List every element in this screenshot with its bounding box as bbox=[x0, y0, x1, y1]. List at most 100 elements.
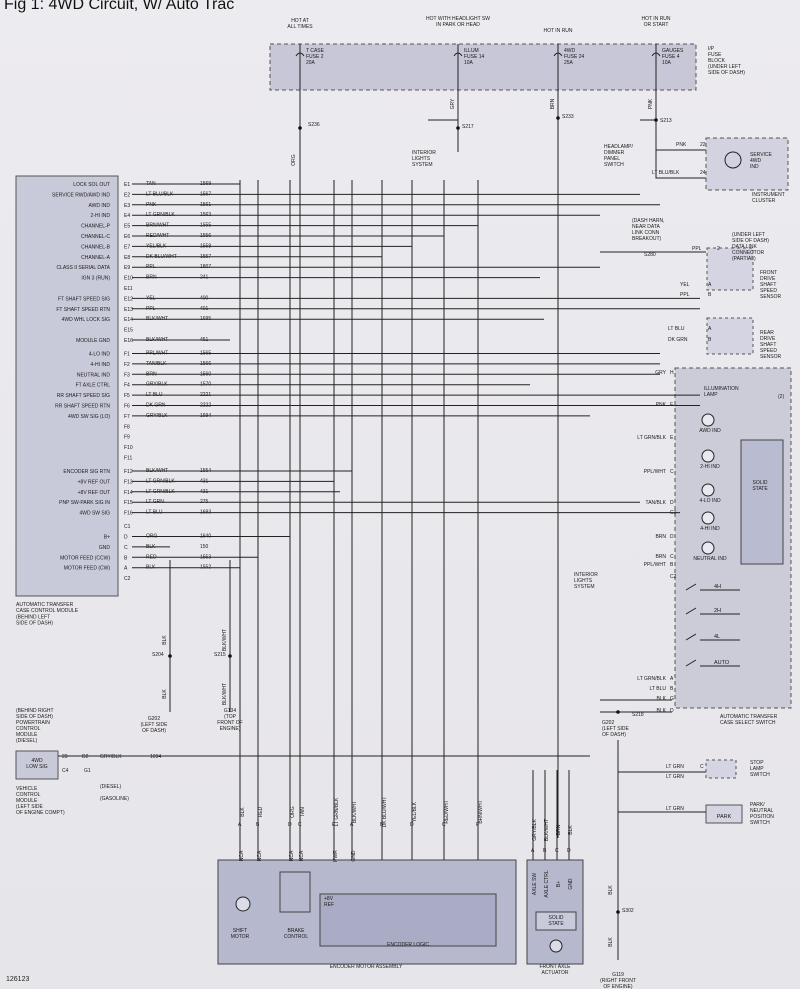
tccm-function-label: SERVICE RWD/AWD IND bbox=[52, 192, 110, 198]
tccm-pin: E11 bbox=[124, 286, 133, 292]
illum-lamp-label: LAMP bbox=[704, 392, 718, 398]
solid-state-label: SOLID bbox=[752, 480, 767, 486]
tccm-pin: E10 bbox=[124, 276, 133, 282]
splice-label: S215 bbox=[214, 652, 226, 658]
switch-pin: H bbox=[670, 370, 674, 376]
encoder-wire-color: YEL/BLK bbox=[412, 801, 418, 822]
encoder-wire-color: TAN bbox=[300, 807, 306, 817]
ground-label: OF ENGINE) bbox=[603, 984, 633, 989]
tccm-pin: E3 bbox=[124, 203, 130, 209]
front-sensor-label: SHAFT bbox=[760, 282, 776, 288]
brake-label: CONTROL bbox=[284, 934, 309, 940]
actuator-solid-state bbox=[535, 911, 577, 931]
pcm-wire-color: GRY/BLK bbox=[100, 754, 122, 760]
fuse-label: FUSE 2 bbox=[306, 54, 324, 60]
vcm-label: VEHICLE bbox=[16, 786, 38, 792]
nca-label: NCA bbox=[289, 850, 295, 861]
fuse-block-label: BLOCK bbox=[708, 58, 726, 64]
ground-label: G202 bbox=[148, 716, 160, 722]
mode-label: 4L bbox=[714, 634, 720, 640]
ground-label: G134 bbox=[224, 708, 236, 714]
switch-wire-color: BLK bbox=[657, 696, 667, 702]
dlc-note: (DASH HARN, bbox=[632, 218, 665, 224]
branch-color: BLK bbox=[608, 937, 614, 947]
tccm-function-label: CHANNEL-P bbox=[81, 224, 111, 230]
front-speed-sensor bbox=[706, 247, 754, 291]
dlc-label: DATA LINK bbox=[732, 244, 757, 250]
actuator-pin-text: GND bbox=[568, 878, 574, 890]
fuse-label: 20A bbox=[306, 60, 316, 66]
cluster-caption: CLUSTER bbox=[752, 198, 776, 204]
stop-lamp-wire-color: LT GRN bbox=[666, 764, 684, 770]
switch-wire-color: BRN bbox=[655, 554, 666, 560]
cluster-indicator-label: SERVICE bbox=[750, 152, 773, 158]
splice-dot bbox=[654, 118, 658, 122]
tccm-function-label: MOTOR FEED (CW) bbox=[64, 566, 111, 572]
sensor-wire-color: DK GRN bbox=[668, 337, 688, 343]
switch-pin: B bbox=[670, 562, 674, 568]
pcm-pin: G1 bbox=[84, 768, 91, 774]
headlamp-switch-label: PANEL bbox=[604, 156, 620, 162]
sensor-pin: B bbox=[708, 337, 712, 343]
pcm-box-label: LOW SIG bbox=[26, 764, 48, 770]
stop-lamp-wire-color: LT GRN bbox=[666, 774, 684, 780]
ground-label: (TOP bbox=[224, 714, 237, 720]
switch-pin: G bbox=[670, 696, 674, 702]
splice-label: S302 bbox=[622, 908, 634, 914]
interior-lights-label: SYSTEM bbox=[412, 162, 433, 168]
illum-lamp-label: ILLUMINATION bbox=[704, 386, 739, 392]
pcm-pin: 23 bbox=[62, 754, 68, 760]
tccm-pin: F12 bbox=[124, 469, 133, 475]
tccm-pin: E13 bbox=[124, 307, 133, 313]
pcm-note: (BEHIND RIGHT bbox=[16, 708, 54, 714]
dlc-note: NEAR DATA bbox=[632, 224, 661, 230]
tccm-pin: E1 bbox=[124, 182, 130, 188]
dlc-label: CONNECTOR bbox=[732, 250, 765, 256]
tccm-function-label: MODULE GND bbox=[76, 338, 110, 344]
branch-color: BLK/WHT bbox=[222, 683, 228, 705]
pcm-box bbox=[15, 750, 59, 780]
ground-label: ENGINE) bbox=[220, 726, 241, 732]
supply-label: HOT IN RUN bbox=[641, 16, 670, 22]
tccm-pin: E7 bbox=[124, 244, 130, 250]
fuse-label: 4WD bbox=[564, 48, 576, 54]
splice-label: S236 bbox=[308, 122, 320, 128]
tccm-pin: F10 bbox=[124, 445, 133, 451]
tccm-pin: E14 bbox=[124, 317, 133, 323]
encoder-caption: ENCODER MOTOR ASSEMBLY bbox=[330, 964, 403, 970]
splice-dot bbox=[228, 654, 232, 658]
sensor-wire-color: YEL bbox=[680, 282, 690, 288]
splice-dot bbox=[298, 126, 302, 130]
ground-label: OF DASH) bbox=[142, 728, 166, 734]
sensor-pin: A bbox=[708, 282, 712, 288]
figure-title: Fig 1: 4WD Circuit, W/ Auto Trac bbox=[4, 0, 235, 13]
actuator-wire-color: GRY/BLK bbox=[532, 819, 538, 841]
encoder-logic-box bbox=[319, 893, 497, 947]
tccm-pin: F2 bbox=[124, 362, 130, 368]
supply-label: ALL TIMES bbox=[287, 24, 313, 30]
tccm-function-label: 4-LO IND bbox=[89, 352, 111, 358]
interior-lights-label: LIGHTS bbox=[574, 578, 593, 584]
actuator-motor-symbol bbox=[549, 939, 563, 953]
splice-label: S217 bbox=[462, 124, 474, 130]
tccm-pin: F15 bbox=[124, 500, 133, 506]
brake-control-element bbox=[279, 871, 311, 913]
ground-label: OF DASH) bbox=[602, 732, 626, 738]
splice-dot bbox=[168, 654, 172, 658]
pcm-note: (DIESEL) bbox=[16, 738, 37, 744]
headlamp-switch-label: SWITCH bbox=[604, 162, 624, 168]
headlamp-switch-label: HEADLAMP/ bbox=[604, 144, 634, 150]
park-switch-label: PARK/ bbox=[750, 802, 765, 808]
front-sensor-label: FRONT bbox=[760, 270, 777, 276]
tccm-pin: C2 bbox=[124, 576, 131, 582]
fuse-block-label: FUSE bbox=[708, 52, 722, 58]
vcm-label: CONTROL bbox=[16, 792, 41, 798]
fuse-block-label: SIDE OF DASH) bbox=[708, 70, 745, 76]
pcm-pin: C4 bbox=[62, 768, 69, 774]
branch-color: PNK bbox=[648, 98, 654, 109]
actuator-pin-text: B+ bbox=[556, 881, 562, 887]
front-sensor-label: DRIVE bbox=[760, 276, 776, 282]
stop-lamp-pin: C bbox=[700, 764, 704, 770]
tccm-function-label: 4WD WHL LOCK SIG bbox=[62, 317, 111, 323]
front-sensor-label: SENSOR bbox=[760, 294, 782, 300]
